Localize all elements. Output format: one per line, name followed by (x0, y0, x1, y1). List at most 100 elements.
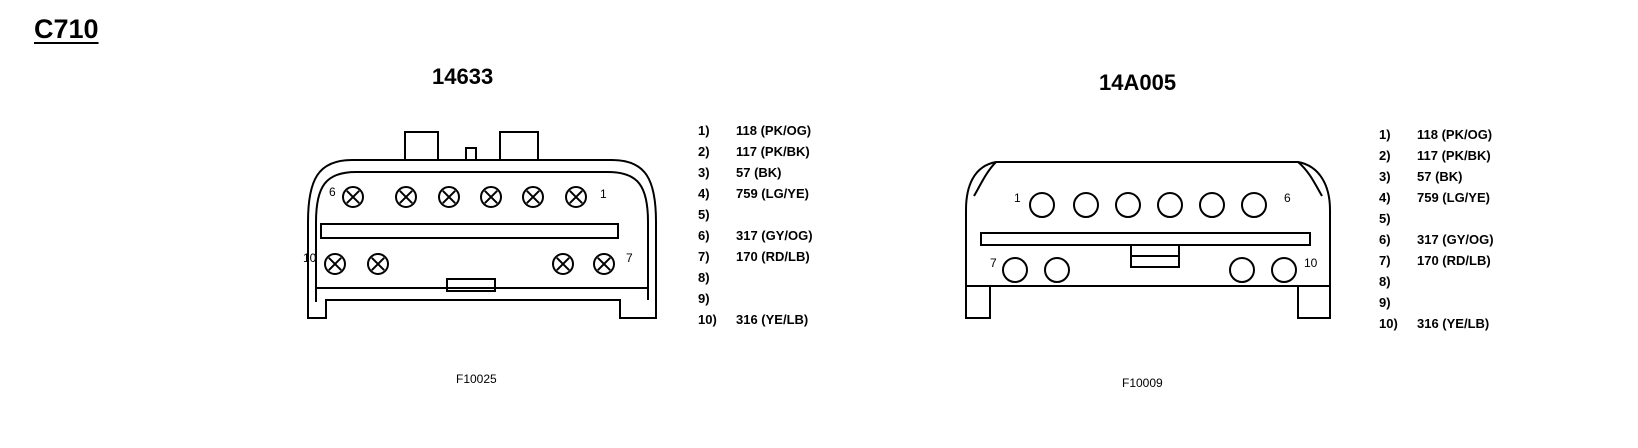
connector-2-bottom-left-label: 7 (990, 256, 997, 270)
connector-1-figure-code: F10025 (456, 372, 497, 386)
pin-row: 4) 759 (LG/YE) (698, 183, 813, 204)
connector-2-part-number: 14A005 (1099, 70, 1177, 95)
connector-2-corner-left (973, 161, 997, 197)
pin-number: 9) (1379, 295, 1391, 310)
connector-1-outer-shell (307, 159, 657, 319)
pin-cavity (1002, 257, 1028, 283)
pin-circuit: 316 (YE/LB) (1417, 316, 1490, 331)
pin-number: 10) (698, 312, 717, 327)
pin-row: 4) 759 (LG/YE) (1379, 187, 1494, 208)
pin-number: 2) (1379, 148, 1391, 163)
connector-1-center-bar (320, 223, 619, 239)
pin-terminal-cross (399, 190, 413, 204)
pin-number: 5) (698, 207, 710, 222)
pin-terminal-cross (346, 190, 360, 204)
pin-circuit: 759 (LG/YE) (1417, 190, 1490, 205)
pin-number: 5) (1379, 211, 1391, 226)
pin-number: 10) (1379, 316, 1398, 331)
connector-2-top-right-label: 6 (1284, 191, 1291, 205)
pin-terminal-cross (556, 257, 570, 271)
pin-circuit: 317 (GY/OG) (1417, 232, 1494, 247)
connector-1-pin-list: 1) 118 (PK/OG) 2) 117 (PK/BK) 3) 57 (BK) 4)… (698, 120, 813, 330)
pin-number: 4) (698, 186, 710, 201)
pin-row: 7) 170 (RD/LB) (1379, 250, 1494, 271)
pin-cavity (1229, 257, 1255, 283)
pin-terminal-cross (442, 190, 456, 204)
connector-1-latch-tab-left (404, 131, 439, 160)
pin-cavity (1199, 192, 1225, 218)
connector-1-bottom-key (446, 278, 496, 292)
connector-2-bottom-right-label: 10 (1304, 256, 1318, 270)
pin-circuit: 117 (PK/BK) (1417, 148, 1491, 163)
pin-cavity (1115, 192, 1141, 218)
pin-cavity (1073, 192, 1099, 218)
pin-number: 4) (1379, 190, 1391, 205)
pin-circuit: 117 (PK/BK) (736, 144, 810, 159)
pin-terminal-cross (484, 190, 498, 204)
pin-row: 1) 118 (PK/OG) (698, 120, 813, 141)
pin-row: 9) (698, 288, 813, 309)
pin-number: 6) (698, 228, 710, 243)
pin-circuit: 118 (PK/OG) (736, 123, 812, 138)
connector-1-part-number: 14633 (432, 64, 494, 89)
pin-circuit: 118 (PK/OG) (1417, 127, 1493, 142)
pin-row: 10) 316 (YE/LB) (1379, 313, 1494, 334)
pin-circuit: 170 (RD/LB) (736, 249, 810, 264)
connector-1-latch-tab-right (499, 131, 539, 160)
pin-row: 1) 118 (PK/OG) (1379, 124, 1494, 145)
pin-number: 3) (698, 165, 710, 180)
connector-2-top-left-label: 1 (1014, 191, 1021, 205)
pin-cavity (1044, 257, 1070, 283)
connector-2-center-bar (980, 232, 1311, 246)
pin-row: 5) (698, 204, 813, 225)
connector-1-top-left-label: 6 (329, 185, 336, 199)
pin-circuit: 170 (RD/LB) (1417, 253, 1491, 268)
connector-1-bottom-right-label: 7 (626, 251, 633, 265)
pin-circuit: 317 (GY/OG) (736, 228, 813, 243)
pin-row: 10) 316 (YE/LB) (698, 309, 813, 330)
connector-2-corner-right (1297, 161, 1323, 197)
pin-number: 9) (698, 291, 710, 306)
pin-cavity (1157, 192, 1183, 218)
pin-row: 8) (1379, 271, 1494, 292)
pin-row: 2) 117 (PK/BK) (1379, 145, 1494, 166)
pin-row: 3) 57 (BK) (1379, 166, 1494, 187)
pin-number: 6) (1379, 232, 1391, 247)
pin-number: 1) (698, 123, 710, 138)
pin-number: 8) (698, 270, 710, 285)
connector-1-top-right-label: 1 (600, 187, 607, 201)
pin-number: 3) (1379, 169, 1391, 184)
pin-row: 2) 117 (PK/BK) (698, 141, 813, 162)
pin-number: 7) (1379, 253, 1391, 268)
pin-terminal-cross (569, 190, 583, 204)
pin-row: 6) 317 (GY/OG) (698, 225, 813, 246)
page-title: C710 (34, 14, 99, 44)
pin-row: 7) 170 (RD/LB) (698, 246, 813, 267)
pin-number: 8) (1379, 274, 1391, 289)
pin-number: 1) (1379, 127, 1391, 142)
pin-circuit: 759 (LG/YE) (736, 186, 809, 201)
pin-number: 2) (698, 144, 710, 159)
pin-cavity (1029, 192, 1055, 218)
pin-row: 3) 57 (BK) (698, 162, 813, 183)
connector-2-outer-shell (965, 161, 1331, 319)
pin-row: 8) (698, 267, 813, 288)
pin-terminal-cross (371, 257, 385, 271)
pin-cavity (1271, 257, 1297, 283)
pin-circuit: 57 (BK) (1417, 169, 1463, 184)
pin-row: 5) (1379, 208, 1494, 229)
pin-row: 9) (1379, 292, 1494, 313)
pin-row: 6) 317 (GY/OG) (1379, 229, 1494, 250)
pin-terminal-cross (328, 257, 342, 271)
connector-1-bottom-left-label: 10 (303, 251, 317, 265)
pin-circuit: 316 (YE/LB) (736, 312, 809, 327)
connector-1-inner-wall (315, 171, 649, 302)
pin-number: 7) (698, 249, 710, 264)
pin-circuit: 57 (BK) (736, 165, 782, 180)
pin-terminal-cross (526, 190, 540, 204)
connector-2-pin-list: 1) 118 (PK/OG) 2) 117 (PK/BK) 3) 57 (BK) 4)… (1379, 124, 1494, 334)
connector-2-figure-code: F10009 (1122, 376, 1163, 390)
pin-cavity (1241, 192, 1267, 218)
